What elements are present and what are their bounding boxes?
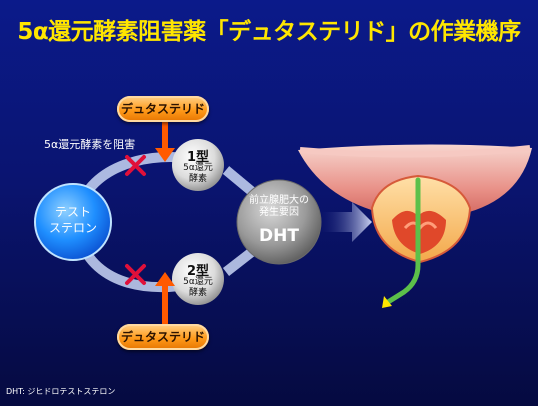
inhibit-mark-top (125, 155, 146, 176)
inhibit-label: 5α還元酵素を阻害 (44, 138, 136, 151)
testosterone-circle (34, 183, 112, 261)
inhibit-arrow-top (155, 122, 175, 162)
testosterone-label: テスト ステロン (48, 205, 97, 235)
dutasteride-box-bottom: デュタステリド (117, 324, 209, 350)
enzyme-type2-circle (172, 253, 224, 305)
dutasteride-box-top: デュタステリド (117, 96, 209, 122)
enzyme-type2-name: 5α還元 酵素 (183, 277, 213, 298)
enzyme-type1-number: 1型 (186, 150, 210, 165)
footnote: DHT: ジヒドロテストステロン (6, 387, 116, 396)
dht-label: DHT (259, 226, 299, 246)
prostate-illustration (298, 144, 532, 308)
inhibit-mark-bottom (125, 264, 146, 285)
dht-to-prostate-arrow (318, 202, 372, 242)
enzyme-type2-number: 2型 (186, 264, 210, 279)
page-title: 5α還元酵素阻害薬「デュタステリド」の作業機序 (17, 19, 521, 45)
dht-subtitle: 前立腺肥大の 発生要因 (249, 195, 309, 218)
dht-circle (236, 179, 322, 265)
inhibit-arrow-bottom (155, 272, 175, 324)
enzyme-type1-circle (172, 139, 224, 191)
enzyme-type1-name: 5α還元 酵素 (183, 163, 213, 184)
